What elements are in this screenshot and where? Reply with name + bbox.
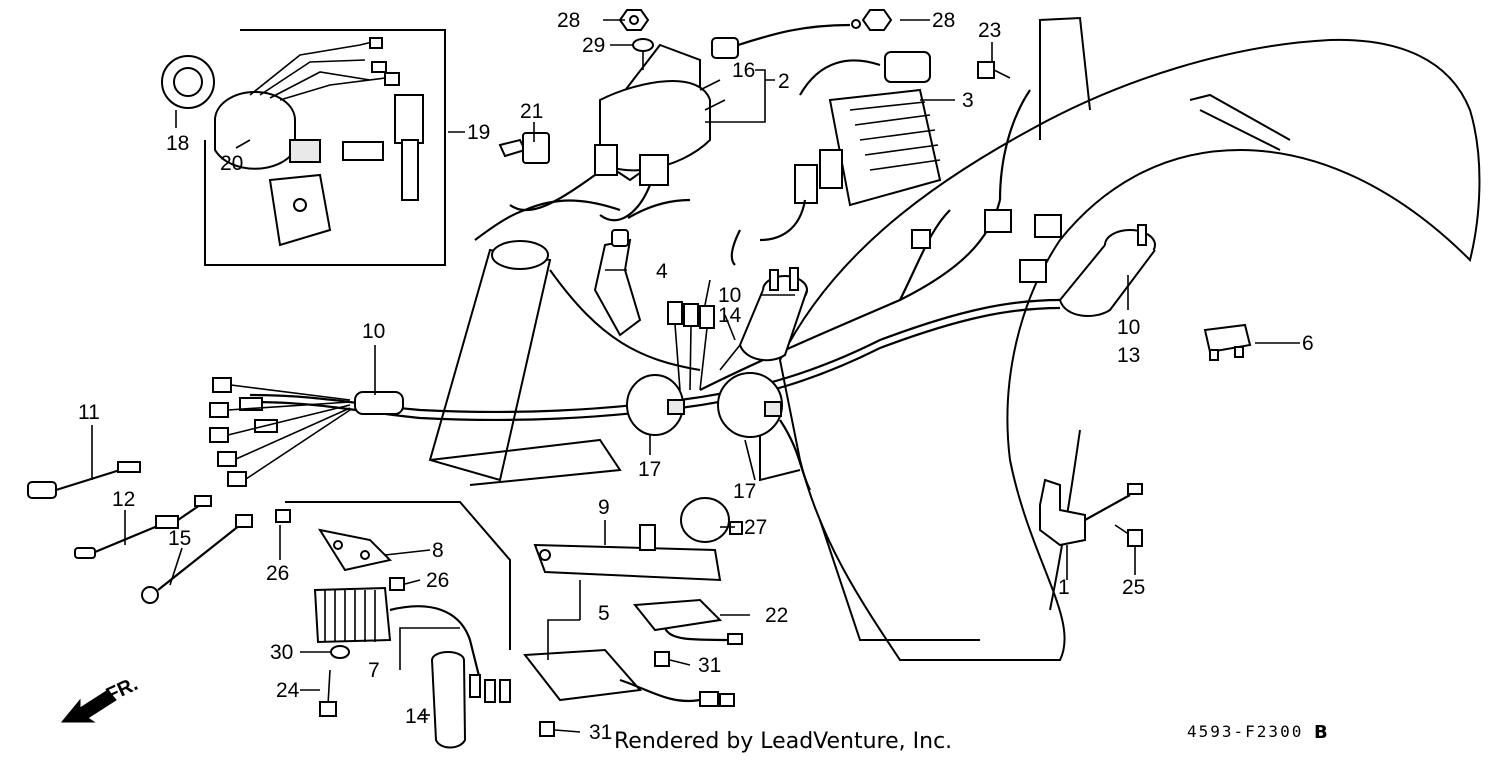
callout-14-cover[interactable]: 14 (405, 705, 429, 728)
part-12-lead-wire[interactable] (74, 495, 212, 559)
callout-30[interactable]: 30 (270, 641, 293, 664)
part-30-washer[interactable] (330, 645, 350, 659)
part-3-ignition-coil[interactable] (759, 51, 942, 242)
arrow-icon (60, 689, 117, 723)
callout-24[interactable]: 24 (276, 679, 300, 702)
callout-6[interactable]: 6 (1302, 332, 1314, 355)
diagram-code-suffix: B (1314, 722, 1328, 743)
callout-11[interactable]: 11 (78, 401, 100, 424)
callout-28-left[interactable]: 28 (557, 9, 580, 32)
part-2-ignition-coil[interactable] (509, 43, 726, 222)
part-23-bolt[interactable] (977, 61, 1011, 79)
part-5-cdi-unit[interactable] (523, 648, 735, 707)
callout-10-center[interactable]: 10 (718, 284, 741, 307)
callout-31-lower[interactable]: 31 (589, 721, 612, 744)
callout-numbers: 1 2 3 4 5 6 7 8 9 10 10 10 11 12 13 14 1… (78, 9, 1314, 744)
callout-7[interactable]: 7 (368, 659, 380, 682)
part-28-nut-right[interactable] (861, 9, 893, 31)
part-16-coil-connector[interactable] (711, 19, 861, 59)
callout-8[interactable]: 8 (432, 539, 444, 562)
part-24-bolt[interactable] (319, 669, 337, 717)
callout-26-left[interactable]: 26 (266, 562, 289, 585)
part-29-bolt[interactable] (632, 38, 654, 70)
part-25-bolt[interactable] (1114, 524, 1143, 547)
callout-27[interactable]: 27 (744, 516, 767, 539)
render-credit: Rendered by LeadVenture, Inc. (614, 729, 952, 754)
callout-13[interactable]: 13 (1117, 344, 1140, 367)
part-7-regulator-rectifier[interactable] (285, 501, 511, 703)
frame-connectors (911, 209, 1062, 283)
part-21-key[interactable] (498, 132, 550, 164)
callout-17-left[interactable]: 17 (638, 458, 661, 481)
diagram-code: 4593-F2300 (1187, 722, 1303, 741)
callout-14-center[interactable]: 14 (718, 304, 742, 327)
callout-5[interactable]: 5 (598, 602, 610, 625)
callout-10-right[interactable]: 10 (1117, 316, 1140, 339)
part-10-13-resistor-cap[interactable] (1058, 224, 1156, 317)
part-10-resistor-cap[interactable] (719, 267, 808, 371)
callout-4[interactable]: 4 (656, 260, 668, 283)
callout-1[interactable]: 1 (1058, 576, 1070, 599)
part-8-bracket[interactable] (317, 528, 392, 572)
callout-3[interactable]: 3 (962, 89, 974, 112)
callout-21[interactable]: 21 (520, 100, 543, 123)
callout-19[interactable]: 19 (467, 121, 490, 144)
callout-23[interactable]: 23 (978, 19, 1001, 42)
part-19-ignition-switch-set[interactable] (204, 29, 446, 266)
steering-head-tube (428, 240, 701, 486)
part-31-bolts[interactable] (539, 651, 670, 737)
part-11-lead-wire[interactable] (27, 461, 141, 499)
plug-cords (474, 198, 741, 266)
part-4-spark-plug-cap[interactable] (593, 229, 642, 337)
callout-31-upper[interactable]: 31 (698, 654, 721, 677)
harness-connectors (209, 377, 351, 487)
callout-12[interactable]: 12 (112, 488, 135, 511)
part-14-cover[interactable] (431, 651, 467, 749)
harness-clamps (626, 372, 783, 438)
part-9-control-unit-bracket[interactable] (533, 497, 730, 582)
callout-25[interactable]: 25 (1122, 576, 1145, 599)
callout-22[interactable]: 22 (765, 604, 788, 627)
part-6-relay[interactable] (1203, 323, 1252, 361)
part-18-grommet[interactable] (161, 55, 215, 109)
part-22-relay[interactable] (633, 598, 743, 645)
callout-2[interactable]: 2 (778, 70, 790, 93)
part-14-connector-cluster[interactable] (667, 279, 715, 391)
part-26-bolts[interactable] (275, 509, 405, 591)
callout-9[interactable]: 9 (598, 496, 610, 519)
part-27-screw[interactable] (729, 521, 743, 535)
callout-20[interactable]: 20 (220, 152, 243, 175)
callout-16[interactable]: 16 (732, 59, 755, 82)
callout-29[interactable]: 29 (582, 34, 605, 57)
callout-26-right[interactable]: 26 (426, 569, 449, 592)
callout-15[interactable]: 15 (168, 527, 191, 550)
callout-10-harness[interactable]: 10 (362, 320, 385, 343)
leader-lines (91, 19, 1300, 733)
part-1-switch[interactable] (1039, 478, 1143, 547)
callout-28-right[interactable]: 28 (932, 9, 955, 32)
front-direction-arrow: FR. (60, 673, 141, 723)
callout-17-right[interactable]: 17 (733, 480, 756, 503)
callout-18[interactable]: 18 (166, 132, 189, 155)
